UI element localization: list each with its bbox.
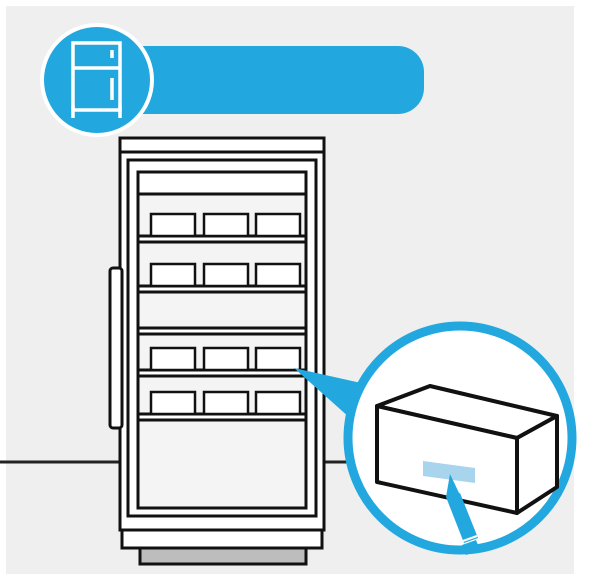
box: [254, 212, 302, 238]
box-label: [423, 461, 475, 483]
header-badge: [40, 23, 424, 137]
fridge-handle[interactable]: [108, 266, 124, 430]
fridge-door-frame: [126, 158, 318, 518]
refrigerator: [108, 136, 326, 566]
marker-pen-icon: [446, 474, 480, 555]
fridge-base: [120, 528, 324, 550]
box: [254, 390, 302, 416]
box: [202, 262, 250, 288]
box: [202, 346, 250, 372]
box: [149, 346, 197, 372]
box: [149, 212, 197, 238]
box: [202, 390, 250, 416]
header-bar: [110, 46, 424, 114]
box: [254, 346, 302, 372]
zoom-callout: [294, 321, 577, 555]
box: [149, 262, 197, 288]
fridge-top: [118, 136, 326, 154]
box: [254, 262, 302, 288]
stored-boxes: [149, 212, 302, 416]
shelf: [136, 326, 308, 336]
refrigerator-icon: [71, 41, 122, 118]
labeled-box: [375, 384, 559, 515]
fridge-top-panel: [136, 170, 308, 196]
badge-circle: [44, 27, 150, 133]
box: [202, 212, 250, 238]
box: [149, 390, 197, 416]
